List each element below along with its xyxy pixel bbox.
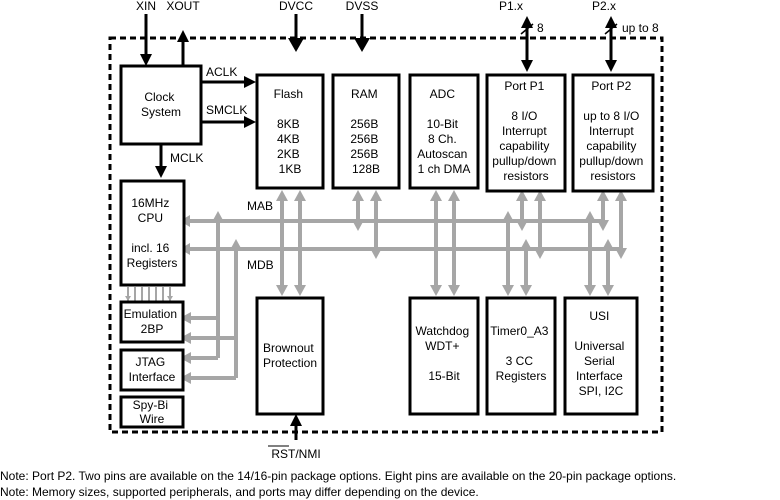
brownout-text: Brownout Protection	[263, 341, 317, 370]
watchdog-block	[408, 296, 480, 416]
port-p2-text: Port P2 up to 8 I/O Interrupt capability…	[579, 79, 646, 183]
mab-label: MAB	[247, 199, 273, 213]
ram-text: RAM 256B 256B 256B 128B	[350, 87, 381, 176]
port-p2-block	[571, 73, 655, 193]
cpu-block	[119, 179, 186, 287]
port-p1-text: Port P1 8 I/O Interrupt capability pullu…	[492, 79, 559, 183]
flash-block	[255, 73, 325, 190]
usi-block	[563, 296, 639, 416]
clock-system-text: Clock System	[141, 90, 181, 119]
p1-label: P1.x	[499, 0, 523, 13]
adc-block	[408, 73, 480, 190]
brownout-block	[255, 296, 325, 416]
dvss-label: DVSS	[346, 0, 379, 13]
xin-label: XIN	[136, 0, 156, 13]
bus-lines	[127, 200, 623, 380]
p1-width-label: 8	[537, 21, 544, 35]
aclk-label: ACLK	[206, 65, 237, 79]
rst-nmi-label: RST/NMI	[271, 447, 320, 461]
spybi-text: Spy-Bi Wire	[133, 398, 172, 426]
p2-width-label: up to 8	[622, 21, 659, 35]
usi-text: USI Universal Serial Interface SPI, I2C	[574, 309, 627, 398]
footnote-port-p2: Note: Port P2. Two pins are available on…	[0, 469, 676, 483]
pin-arrows	[140, 14, 618, 440]
chip-boundary	[108, 36, 664, 434]
spybi-block	[119, 395, 185, 429]
emulation-block	[119, 300, 185, 344]
watchdog-text: Watchdog WDT+ 15-Bit	[416, 324, 473, 383]
clock-system-block	[119, 64, 203, 146]
smclk-label: SMCLK	[206, 103, 247, 117]
xout-label: XOUT	[166, 0, 200, 13]
timer-text: Timer0_A3 3 CC Registers	[490, 324, 552, 383]
jtag-text: JTAG Interface	[129, 355, 176, 384]
mclk-label: MCLK	[170, 151, 203, 165]
adc-text: ADC 10-Bit 8 Ch. Autoscan 1 ch DMA	[417, 87, 470, 176]
flash-text: Flash 8KB 4KB 2KB 1KB	[274, 87, 307, 176]
mdb-label: MDB	[247, 258, 274, 272]
dvcc-label: DVCC	[279, 0, 313, 13]
jtag-block	[119, 348, 185, 392]
emulation-text: Emulation 2BP	[124, 307, 181, 336]
cpu-text: 16MHz CPU incl. 16 Registers	[127, 196, 178, 270]
ram-block	[331, 73, 401, 190]
timer-block	[485, 296, 557, 416]
p2-label: P2.x	[592, 0, 616, 13]
footnote-memory: Note: Memory sizes, supported peripheral…	[0, 485, 479, 499]
port-p1-block	[485, 73, 567, 193]
